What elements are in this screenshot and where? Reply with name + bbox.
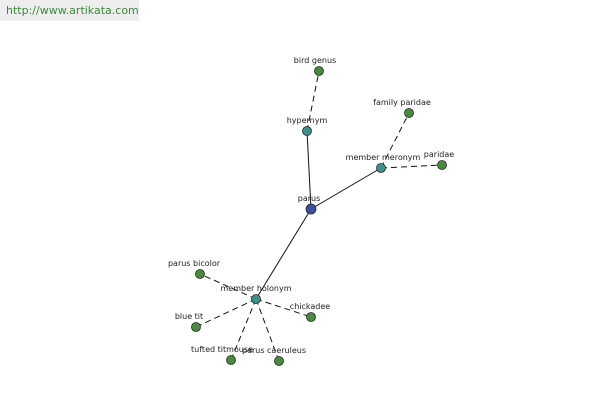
node-parus-bicolor[interactable] (195, 269, 205, 279)
source-url[interactable]: http://www.artikata.com (0, 0, 139, 21)
edge-member-holonym-to-tufted-titmouse (230, 298, 257, 361)
node-label-bird-genus: bird genus (294, 56, 336, 65)
labels-layer: parus hypernym member meronym member holony… (168, 56, 454, 355)
node-hypernym[interactable] (302, 126, 312, 136)
node-label-hypernym: hypernym (287, 116, 328, 125)
edge-member-holonym-to-parus-bicolor (199, 273, 257, 300)
node-label-parus-caeruleus: parus caeruleus (242, 346, 306, 355)
node-parus-caeruleus[interactable] (274, 356, 284, 366)
node-label-parus-bicolor: parus bicolor (168, 259, 221, 268)
node-label-paridae: paridae (424, 150, 454, 159)
edge-parus-to-hypernym (306, 130, 312, 210)
node-family-paridae[interactable] (404, 108, 414, 118)
node-label-chickadee: chickadee (290, 302, 330, 311)
edges-layer (195, 70, 443, 362)
edge-member-meronym-to-family-paridae (380, 112, 410, 169)
node-parus[interactable] (305, 203, 317, 215)
node-label-member-holonym: member holonym (220, 284, 291, 293)
node-member-holonym[interactable] (251, 294, 261, 304)
node-label-member-meronym: member meronym (346, 153, 421, 162)
node-chickadee[interactable] (306, 312, 316, 322)
node-label-blue-tit: blue tit (175, 312, 203, 321)
node-paridae[interactable] (437, 160, 447, 170)
node-tufted-titmouse[interactable] (226, 355, 236, 365)
node-bird-genus[interactable] (314, 66, 324, 76)
node-label-family-paridae: family paridae (373, 98, 431, 107)
node-label-tufted-titmouse: tufted titmouse (191, 345, 253, 354)
edge-member-holonym-to-parus-caeruleus (255, 298, 280, 362)
edge-member-meronym-to-paridae (380, 164, 443, 169)
edge-parus-to-member-holonym (255, 208, 312, 300)
edge-member-holonym-to-blue-tit (195, 298, 257, 328)
nodes-layer (191, 66, 447, 366)
node-blue-tit[interactable] (191, 322, 201, 332)
node-label-parus: parus (298, 194, 321, 203)
edge-hypernym-to-bird-genus (306, 70, 320, 132)
node-member-meronym[interactable] (376, 163, 386, 173)
edge-parus-to-member-meronym (310, 167, 382, 210)
